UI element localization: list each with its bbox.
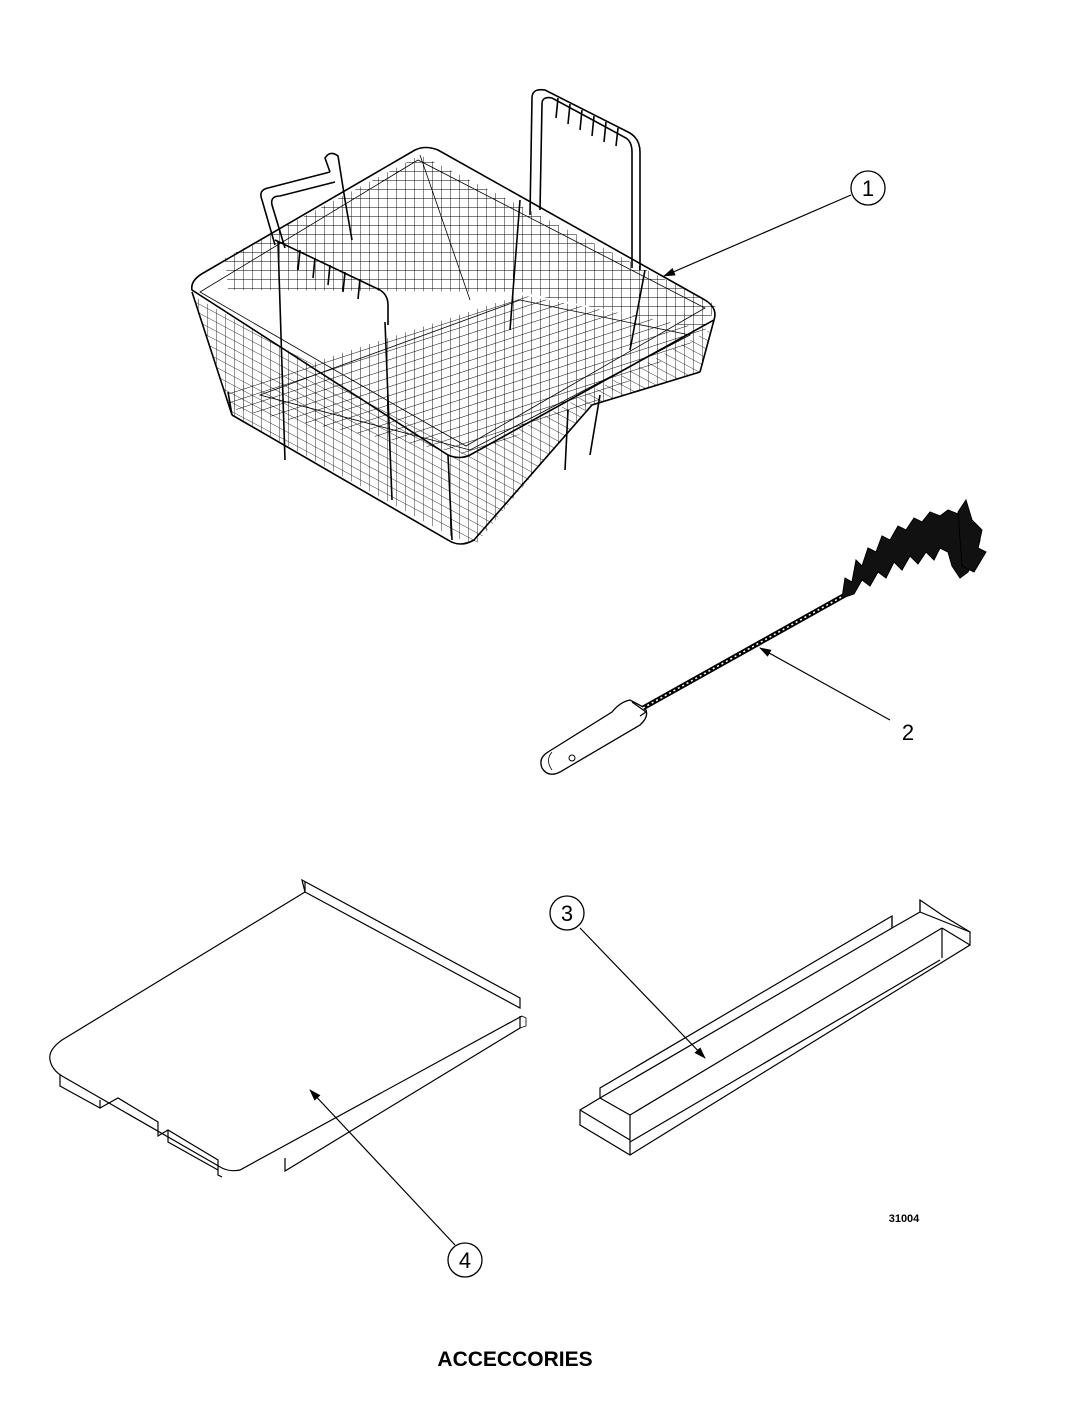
callout-3-label: 3 <box>561 901 573 926</box>
drawing-number: 31004 <box>889 1213 920 1225</box>
callout-3: 3 <box>549 895 706 1059</box>
callout-4: 4 <box>309 1089 483 1278</box>
support-plate-icon <box>49 878 527 1178</box>
callout-2-label: 2 <box>902 720 914 745</box>
page-title: ACCECCORIES <box>437 1348 592 1371</box>
callout-2: 2 <box>759 647 914 745</box>
cleaning-brush-icon <box>540 498 987 775</box>
callout-1: 1 <box>663 170 886 277</box>
fry-basket-icon <box>190 88 716 545</box>
callout-4-label: 4 <box>459 1248 471 1273</box>
rack-support-icon <box>579 898 971 1156</box>
callout-1-label: 1 <box>862 176 874 201</box>
